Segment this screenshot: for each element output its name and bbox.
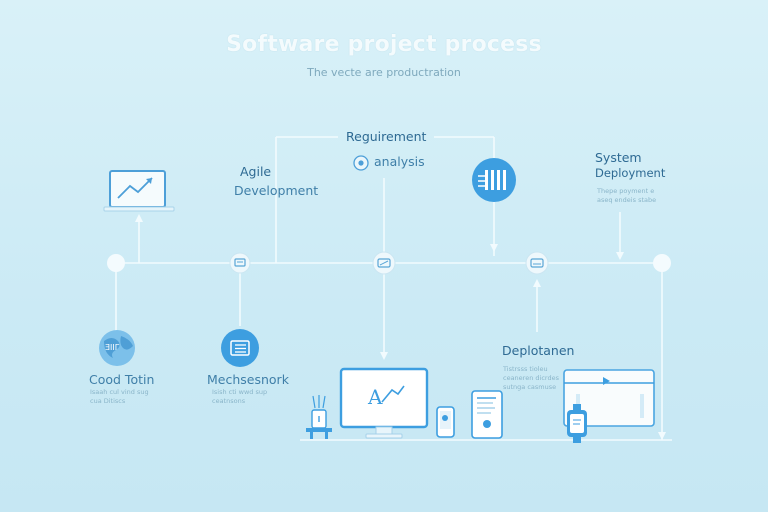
- system-label: System: [595, 150, 642, 165]
- timeline-node-deploy-icon: [525, 251, 549, 275]
- tablet-icon: [471, 390, 503, 439]
- svg-text:ƎIIГ: ƎIIГ: [105, 343, 120, 352]
- page-subtitle: The vecte are productration: [307, 66, 461, 79]
- page-title: Software project process: [226, 32, 542, 57]
- timeline-node-start: [107, 254, 125, 272]
- methods-desc-line: Isish cti wwd sup: [212, 388, 268, 396]
- deployment-label: Deplotanen: [502, 343, 575, 358]
- requirement-small-icon: [353, 155, 369, 171]
- arrow-up-deploy: [533, 279, 541, 287]
- laptop-chart-icon: [103, 170, 175, 212]
- timeline-node-end: [653, 254, 671, 272]
- timeline-node-agile-icon: [229, 252, 251, 274]
- desk-lamp-icon: [306, 395, 332, 439]
- code-desc-line: Isaah cul vind sug: [90, 388, 149, 396]
- code-label: Cood Totin: [89, 372, 155, 387]
- monitor-glyph: A: [367, 385, 383, 409]
- arrow-down-center: [380, 352, 388, 360]
- arrow-down-system: [616, 252, 624, 260]
- system-description: Thepe poyment e aseq endeis stabe: [597, 187, 656, 205]
- methods-desc-line: ceatnsons: [212, 397, 246, 405]
- server-stack-icon: [472, 158, 516, 202]
- requirement-sublabel: analysis: [374, 154, 425, 169]
- system-sublabel: Deployment: [595, 166, 666, 180]
- system-desc-line: aseq endeis stabe: [597, 196, 657, 204]
- methods-label: Mechsesnork: [207, 372, 289, 387]
- arrow-down-right: [658, 432, 666, 440]
- list-document-icon: [221, 329, 259, 367]
- arrow-down-bracket: [490, 244, 498, 252]
- globe-icon: ƎIIГ: [99, 330, 135, 366]
- system-desc-line: Thepe poyment e: [597, 187, 655, 195]
- arrow-up-laptop: [135, 214, 143, 222]
- timeline-node-requirement-icon: [372, 251, 396, 275]
- deployment-desc-line: ceaneren dicrdes: [503, 374, 559, 382]
- monitor-icon: A: [339, 367, 429, 439]
- phone-small-icon: [436, 406, 455, 438]
- smartwatch-icon: [567, 404, 587, 443]
- deployment-desc-line: Tistrsss tioleu: [503, 365, 548, 373]
- methods-description: Isish cti wwd sup ceatnsons: [212, 388, 267, 406]
- code-desc-line: cua Ditiscs: [90, 397, 126, 405]
- requirement-label: Reguirement: [346, 129, 427, 144]
- agile-label: Agile: [240, 164, 272, 179]
- deployment-desc-line: sutnga casmuse: [503, 383, 557, 391]
- code-description: Isaah cul vind sug cua Ditiscs: [90, 388, 149, 406]
- deployment-description: Tistrsss tioleu ceaneren dicrdes sutnga …: [503, 365, 559, 392]
- agile-sublabel: Development: [234, 183, 319, 198]
